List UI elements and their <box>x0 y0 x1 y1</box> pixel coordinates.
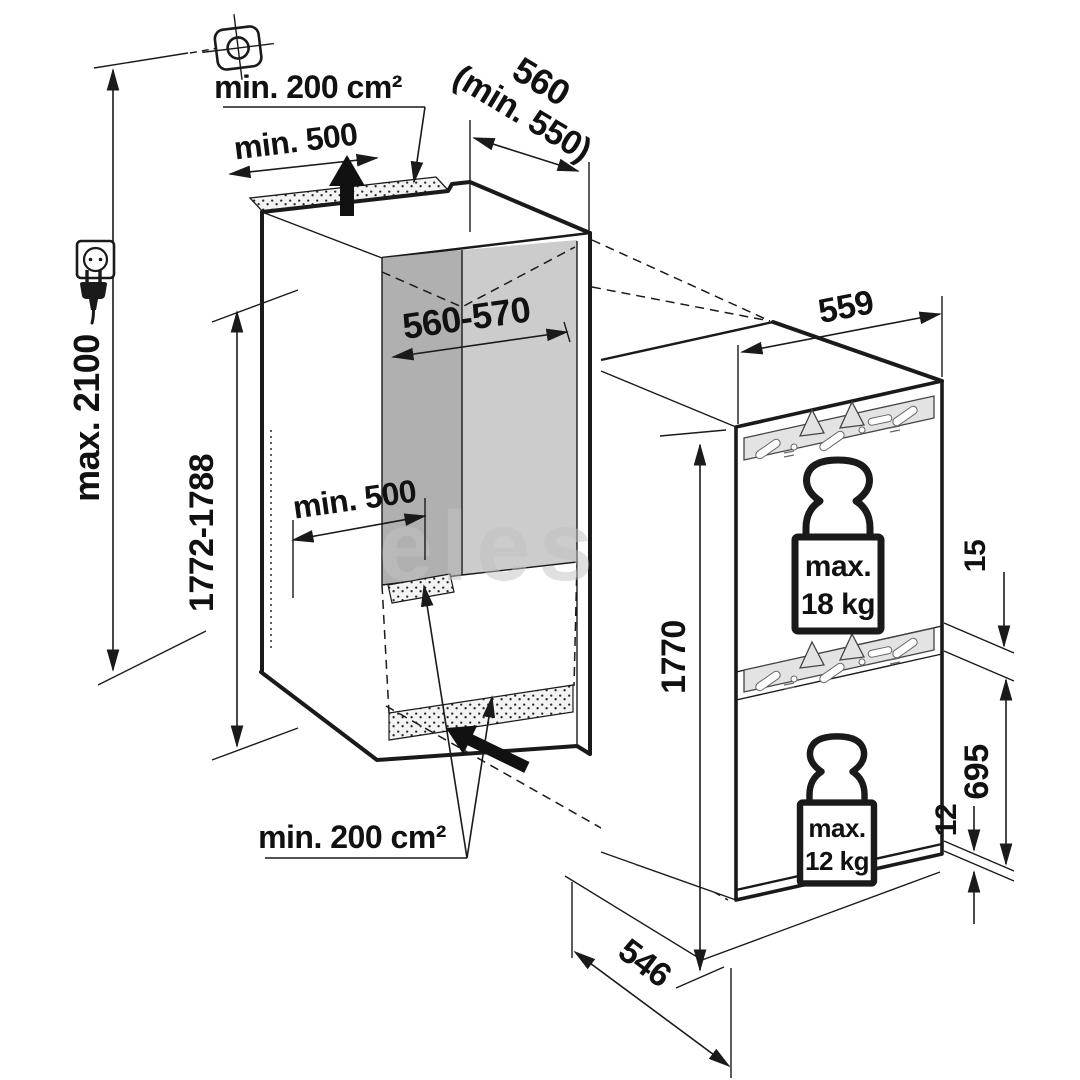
weight-icon-body <box>796 799 878 887</box>
bracket-tab-icon <box>838 400 866 429</box>
appliance-side-bottom-edge <box>600 851 737 901</box>
airflow-bottom-arrow-icon <box>446 725 530 773</box>
upper-weight-label-kg: 18 kg <box>801 588 875 621</box>
dim-line-niche-width <box>391 328 569 361</box>
niche-bottom-edges <box>259 670 592 762</box>
weight-icon <box>806 733 868 803</box>
upper-weight-label-max: max. <box>805 550 871 583</box>
ref-line <box>943 650 1015 682</box>
dim-gap-bottom-label: 12 <box>930 804 963 836</box>
fixing-screw-icon <box>202 14 274 80</box>
dim-line-top-vent-depth <box>228 153 379 179</box>
mounting-bracket-strip-top <box>743 395 935 461</box>
leader-plinth-vent <box>466 695 496 859</box>
appliance-front-face <box>734 379 944 902</box>
max-load-upper-door: max. 18 kg <box>791 456 885 635</box>
dim-line-floor-vent-depth <box>291 513 427 543</box>
dim-line-appliance-width <box>740 311 942 355</box>
dim-niche-height-label: 1772-1788 <box>183 454 221 612</box>
power-plug-icon <box>80 270 107 325</box>
bracket-hole-icon <box>858 426 866 434</box>
ref-line <box>93 52 189 69</box>
bracket-tab-icon <box>798 408 826 437</box>
appliance: max. 18 kg max. 12 kg <box>600 320 944 902</box>
lower-weight-label-kg: 12 kg <box>805 846 869 876</box>
ref-line <box>675 966 725 989</box>
max-load-lower-door: max. 12 kg <box>796 733 878 887</box>
niche-opening-top-edge <box>381 231 591 260</box>
niche-interior-back-wall <box>462 240 577 575</box>
ref-line <box>943 840 1015 872</box>
lower-weight-label-max: max. <box>808 813 865 843</box>
projection-line-bottom <box>385 705 729 901</box>
niche-floor-left-edge <box>381 584 390 714</box>
projection-line-top-1 <box>591 239 771 322</box>
ref-line <box>943 622 1015 654</box>
niche-hidden-interior-edges <box>381 246 576 308</box>
dim-bottom-vent-area-label: min. 200 cm² <box>258 819 446 855</box>
dim-niche-depth-label: 560 (min. 550) <box>446 49 597 170</box>
niche-top-edges <box>260 180 592 235</box>
leader-top-vent <box>410 106 426 184</box>
niche-top-left-edge <box>261 211 383 259</box>
bracket-band <box>743 395 935 461</box>
projection-line-top-2 <box>591 286 771 322</box>
ref-line <box>211 727 299 761</box>
niche-top-face <box>262 182 590 258</box>
weight-icon-body <box>791 533 885 635</box>
bracket-slot-icon <box>867 414 893 426</box>
dim-appliance-height-label: 1770 <box>655 620 693 694</box>
power-socket-icon <box>75 239 116 280</box>
ref-line <box>211 289 299 323</box>
bracket-slot-icon <box>819 430 845 452</box>
bracket-slot-icon <box>755 438 781 460</box>
bracket-marks <box>783 425 901 458</box>
ref-line <box>659 429 727 437</box>
dim-gap-top-label: 15 <box>959 540 992 572</box>
ref-line <box>943 850 1015 882</box>
dim-appliance-width-label: 559 <box>815 283 876 331</box>
dim-line-niche-depth <box>472 137 580 172</box>
dim-top-vent-area-label: min. 200 cm² <box>214 69 402 105</box>
dim-line-appliance-depth <box>573 950 731 1068</box>
niche-plinth-vent-grille <box>388 684 574 741</box>
dimensions-appliance: 559 1770 15 695 12 546 <box>571 283 1015 1078</box>
ref-line-dashed <box>189 47 219 54</box>
bracket-hole-icon <box>790 443 798 451</box>
dim-max-height-label: max. 2100 <box>66 334 107 502</box>
airflow-up-arrow-icon <box>329 155 365 216</box>
ref-line <box>97 630 207 686</box>
bracket-slot-icon <box>892 405 918 427</box>
ext-tick <box>563 321 571 343</box>
appliance-top-left-edge <box>600 370 737 428</box>
dim-lower-door-label: 695 <box>958 744 996 799</box>
leader-floor-vent <box>420 584 468 859</box>
dim-top-vent-depth-label: min. 500 <box>232 116 360 167</box>
lower-door-top-edge <box>735 653 943 701</box>
appliance-top-face <box>601 322 942 427</box>
weight-icon <box>802 456 874 537</box>
